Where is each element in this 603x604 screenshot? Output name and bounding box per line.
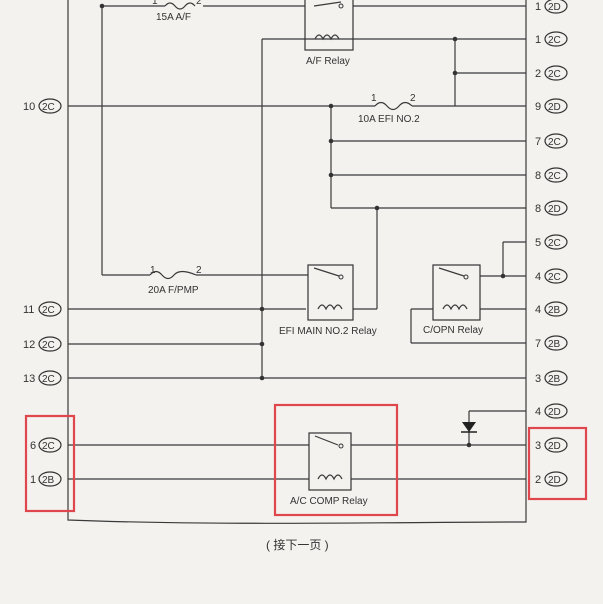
svg-text:8: 8 (535, 170, 541, 182)
fuse-15a-af: 1 2 15A A/F (152, 0, 202, 23)
svg-text:2D: 2D (548, 204, 561, 215)
left-terminal-10-2c: 10 2C (23, 98, 62, 114)
svg-text:2: 2 (535, 474, 541, 486)
svg-text:1: 1 (535, 1, 541, 13)
svg-text:A/C COMP Relay: A/C COMP Relay (290, 496, 368, 507)
af-relay: A/F Relay (304, 0, 354, 67)
junction-dots (99, 3, 506, 448)
svg-text:2D: 2D (548, 407, 561, 418)
left-terminal-12-2c: 12 2C (23, 336, 62, 352)
svg-text:5: 5 (535, 237, 541, 249)
svg-text:15A A/F: 15A A/F (156, 12, 191, 23)
right-terminal-2-2c: 2 2C (535, 65, 568, 81)
svg-text:2: 2 (196, 265, 202, 276)
svg-text:2C: 2C (548, 69, 561, 80)
left-terminal-13-2c: 13 2C (23, 370, 62, 386)
svg-text:2C: 2C (42, 374, 55, 385)
block-outline (67, 0, 527, 524)
diode-icon (461, 422, 477, 433)
continued-next-page-note: ( 接下一页 ) (266, 537, 329, 552)
right-terminal-1-2c: 1 2C (535, 31, 568, 47)
svg-text:2C: 2C (42, 340, 55, 351)
right-terminal-8-2c: 8 2C (535, 167, 568, 183)
svg-text:2C: 2C (42, 102, 55, 113)
svg-text:3: 3 (535, 440, 541, 452)
svg-text:2D: 2D (548, 475, 561, 486)
svg-text:1: 1 (30, 474, 36, 486)
svg-text:2C: 2C (548, 272, 561, 283)
svg-text:2C: 2C (42, 441, 55, 452)
right-terminal-7-2b: 7 2B (535, 335, 568, 351)
svg-text:13: 13 (23, 373, 35, 385)
svg-text:2B: 2B (548, 339, 561, 350)
left-terminal-1-2b: 1 2B (30, 471, 62, 487)
svg-text:EFI MAIN NO.2 Relay: EFI MAIN NO.2 Relay (279, 326, 377, 337)
svg-text:2C: 2C (548, 137, 561, 148)
svg-text:2C: 2C (548, 238, 561, 249)
c-opn-relay: C/OPN Relay (423, 264, 483, 336)
efi-main-no2-relay: EFI MAIN NO.2 Relay (279, 264, 377, 337)
ac-comp-relay: A/C COMP Relay (290, 432, 368, 507)
svg-text:2B: 2B (548, 305, 561, 316)
right-terminal-4-2c: 4 2C (535, 268, 568, 284)
wiring (68, 5, 526, 480)
svg-text:9: 9 (535, 101, 541, 113)
right-terminal-9-2d: 9 2D (535, 98, 568, 114)
highlight-right-terminals (527, 426, 588, 501)
highlight-left-terminals (24, 414, 76, 513)
svg-text:1: 1 (150, 265, 156, 276)
svg-text:2: 2 (196, 0, 202, 7)
right-terminal-1-2d: 1 2D (535, 0, 568, 14)
right-terminal-2-2d: 2 2D (535, 471, 568, 487)
svg-text:3: 3 (535, 373, 541, 385)
right-terminal-8-2d: 8 2D (535, 200, 568, 216)
svg-text:4: 4 (535, 406, 541, 418)
right-terminal-3-2d: 3 2D (535, 437, 568, 453)
svg-text:1: 1 (152, 0, 158, 7)
fuse-10a-efi-no2: 1 2 10A EFI NO.2 (358, 93, 420, 125)
svg-text:C/OPN Relay: C/OPN Relay (423, 325, 483, 336)
highlight-ac-comp-relay (273, 403, 399, 517)
svg-text:2: 2 (535, 68, 541, 80)
svg-text:A/F Relay: A/F Relay (306, 56, 350, 67)
right-terminal-4-2d: 4 2D (535, 403, 568, 419)
svg-text:6: 6 (30, 440, 36, 452)
svg-text:1: 1 (535, 34, 541, 46)
svg-text:2D: 2D (548, 102, 561, 113)
right-terminal-5-2c: 5 2C (535, 234, 568, 250)
svg-text:2B: 2B (548, 374, 561, 385)
right-terminal-4-2b: 4 2B (535, 301, 568, 317)
svg-text:2B: 2B (42, 475, 55, 486)
svg-text:4: 4 (535, 304, 541, 316)
svg-text:10A EFI NO.2: 10A EFI NO.2 (358, 114, 420, 125)
svg-text:2D: 2D (548, 2, 561, 13)
svg-text:10: 10 (23, 101, 35, 113)
svg-text:7: 7 (535, 136, 541, 148)
svg-text:2: 2 (410, 93, 416, 104)
svg-text:8: 8 (535, 203, 541, 215)
left-terminal-6-2c: 6 2C (30, 437, 62, 453)
svg-text:2D: 2D (548, 441, 561, 452)
svg-text:1: 1 (371, 93, 377, 104)
svg-text:20A F/PMP: 20A F/PMP (148, 285, 199, 296)
right-terminal-3-2b: 3 2B (535, 370, 568, 386)
right-terminal-7-2c: 7 2C (535, 133, 568, 149)
svg-text:2C: 2C (548, 35, 561, 46)
svg-text:4: 4 (535, 271, 541, 283)
svg-text:2C: 2C (548, 171, 561, 182)
svg-text:7: 7 (535, 338, 541, 350)
svg-text:12: 12 (23, 339, 35, 351)
svg-text:2C: 2C (42, 305, 55, 316)
svg-text:11: 11 (23, 304, 34, 316)
fuse-20a-fpmp: 1 2 20A F/PMP (148, 265, 202, 296)
left-terminal-11-2c: 11 2C (23, 301, 62, 317)
